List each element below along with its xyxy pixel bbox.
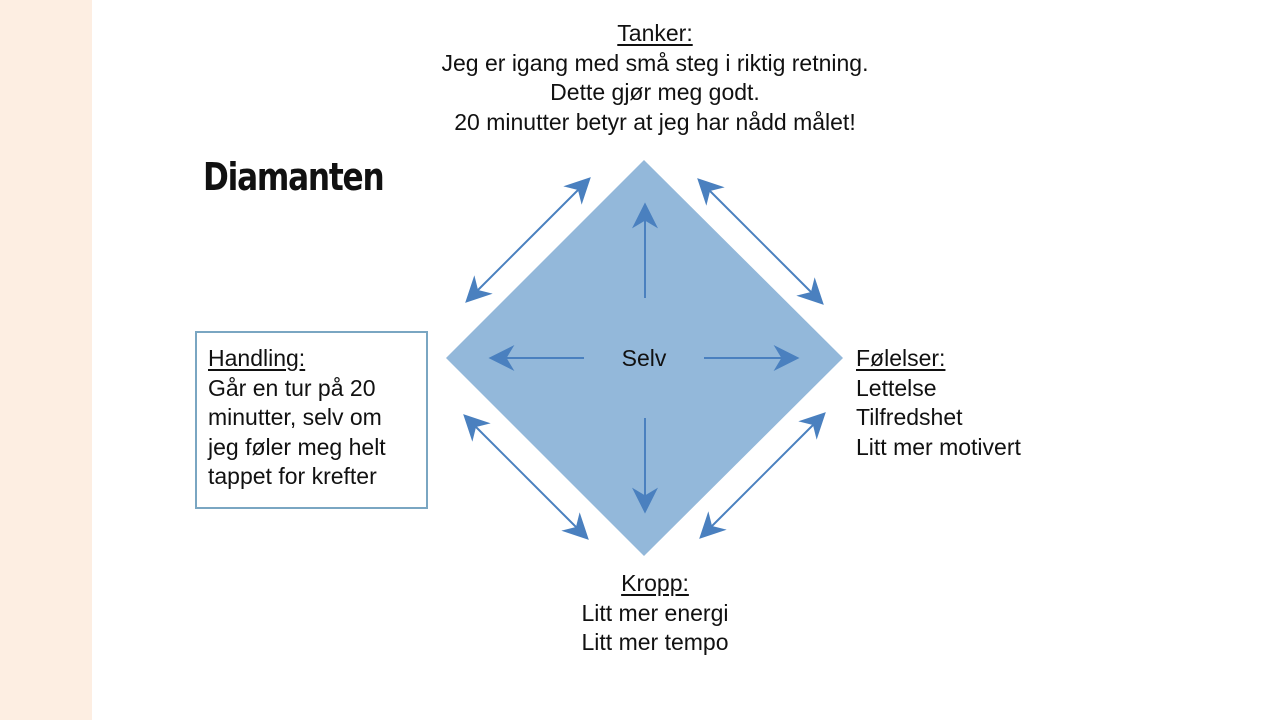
center-label-selv: Selv xyxy=(621,345,667,371)
slide-title: Diamanten xyxy=(203,155,385,199)
handling-line: tappet for krefter xyxy=(208,463,377,489)
kropp-heading: Kropp: xyxy=(621,570,689,596)
kropp-line: Litt mer energi xyxy=(581,599,729,626)
folelser-line: Litt mer motivert xyxy=(856,433,1021,460)
folelser-heading: Følelser: xyxy=(856,345,946,371)
double-arrow-bottom-right-icon xyxy=(699,412,826,539)
double-arrow-top-left-icon xyxy=(465,177,591,303)
kropp-block: Kropp: Litt mer energi Litt mer tempo xyxy=(505,569,805,658)
handling-box: Handling: Går en tur på 20 minutter, sel… xyxy=(195,331,428,509)
handling-line: Går en tur på 20 xyxy=(208,374,376,401)
tanker-block: Tanker: Jeg er igang med små steg i rikt… xyxy=(355,19,955,137)
tanker-heading: Tanker: xyxy=(617,20,693,46)
handling-heading: Handling: xyxy=(208,345,306,371)
handling-line: jeg føler meg helt xyxy=(208,433,386,460)
folelser-line: Lettelse xyxy=(856,374,937,401)
tanker-line: 20 minutter betyr at jeg har nådd målet! xyxy=(454,108,856,135)
side-band xyxy=(0,0,92,720)
double-arrow-bottom-left-icon xyxy=(463,414,589,540)
double-arrow-top-right-icon xyxy=(697,178,824,305)
tanker-line: Dette gjør meg godt. xyxy=(550,79,760,105)
folelser-line: Tilfredshet xyxy=(856,404,963,430)
folelser-block: Følelser: Lettelse Tilfredshet Litt mer … xyxy=(856,344,1021,462)
handling-line: minutter, selv om xyxy=(208,404,382,430)
tanker-line: Jeg er igang med små steg i riktig retni… xyxy=(441,49,869,76)
kropp-line: Litt mer tempo xyxy=(581,629,729,655)
